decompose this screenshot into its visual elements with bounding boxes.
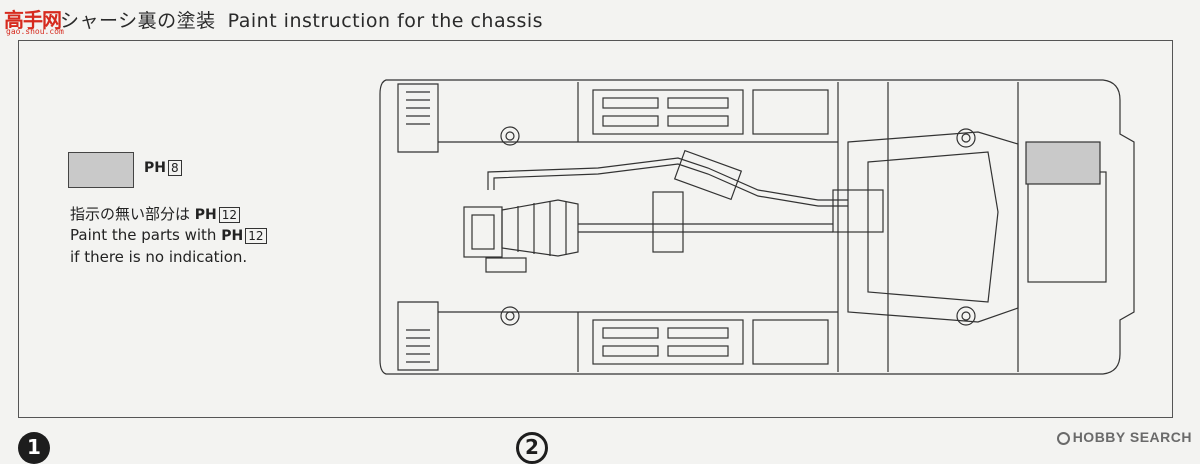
watermark-icon	[1056, 431, 1070, 445]
title-japanese: シャーシ裏の塗装	[60, 10, 216, 32]
logo-text: 高手网	[4, 8, 62, 32]
page-title: シャーシ裏の塗装 Paint instruction for the chassi…	[60, 6, 543, 33]
paint-area-rear-panel	[1025, 141, 1101, 185]
mount-hole-rear-bottom	[956, 306, 976, 326]
instruction-frame	[18, 40, 1173, 418]
mount-hole-rear-top	[956, 128, 976, 148]
step-number-1: 1	[18, 432, 50, 464]
mount-hole-front-top	[500, 126, 520, 146]
title-english: Paint instruction for the chassis	[227, 10, 544, 32]
floor-rib-group-bottom	[592, 319, 744, 365]
note-english-line2: if there is no indication.	[70, 248, 248, 266]
watermark: HOBBY SEARCH	[1056, 429, 1192, 445]
exhaust-pipe	[487, 157, 848, 201]
front-right-wheel-arch	[397, 301, 439, 371]
floor-rib-group-top	[592, 89, 744, 135]
spare-tire-well	[1027, 171, 1107, 283]
catalytic-converter	[673, 149, 743, 201]
mount-hole-front-bottom	[500, 306, 520, 326]
chassis-diagram	[379, 79, 1135, 375]
chassis-outline	[379, 79, 1135, 375]
paint-swatch	[68, 152, 134, 188]
rear-subframe	[847, 131, 1019, 323]
logo-url: gao.shou.com	[6, 27, 64, 36]
step-number-2: 2	[516, 432, 548, 464]
site-logo: 高手网 gao.shou.com	[4, 4, 70, 38]
transmission	[501, 199, 579, 257]
front-left-wheel-arch	[397, 83, 439, 153]
rear-muffler	[832, 189, 884, 233]
